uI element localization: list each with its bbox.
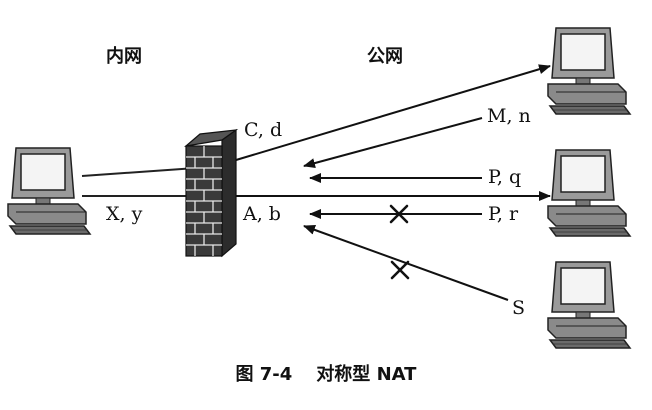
label-ab: A, b <box>243 203 281 225</box>
arrow-cd-outbound <box>235 64 551 161</box>
public-host-1-icon <box>547 27 631 115</box>
cross-mark-icon <box>390 260 410 280</box>
label-xy: X, y <box>106 203 143 225</box>
caption-figure-number: 图 7-4 <box>235 364 293 385</box>
public-host-2-icon <box>547 149 631 237</box>
label-pq: P, q <box>488 166 522 188</box>
zone-label-public: 公网 <box>367 46 403 67</box>
internal-host-icon <box>7 147 91 235</box>
label-s: S <box>512 297 526 319</box>
link-internal-to-firewall-top <box>81 167 197 177</box>
public-host-3-icon <box>547 261 631 349</box>
cross-mark-icon <box>389 204 409 224</box>
firewall-icon <box>183 128 239 258</box>
caption-title: 对称型 NAT <box>316 364 417 385</box>
label-mn: M, n <box>487 105 531 127</box>
figure-caption: 图 7-4 对称型 NAT <box>0 366 652 384</box>
arrow-mn-inbound <box>303 117 483 168</box>
zone-label-inner: 内网 <box>106 46 142 67</box>
label-pr: P, r <box>488 203 519 225</box>
label-cd: C, d <box>244 119 283 141</box>
